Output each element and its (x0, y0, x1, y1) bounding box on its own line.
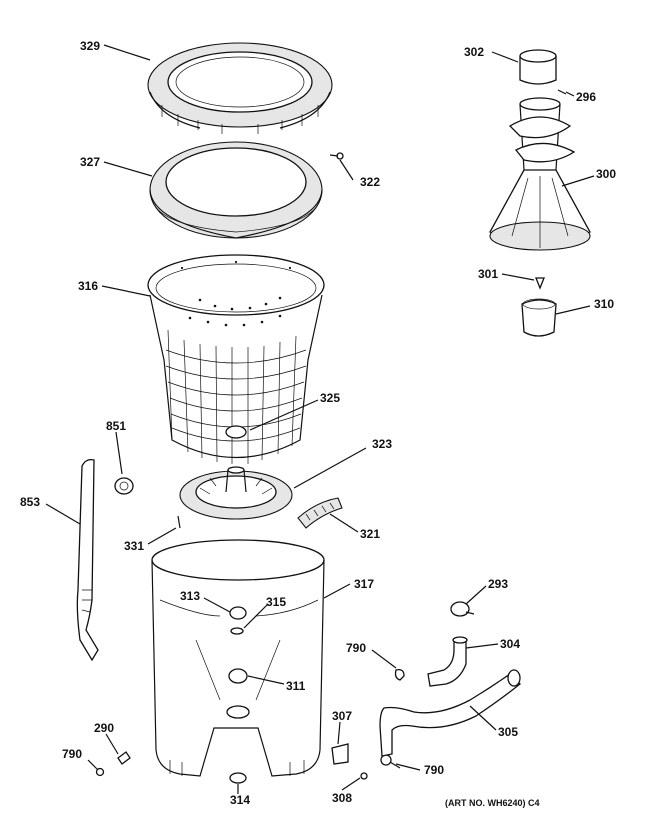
label-321: 321 (360, 527, 380, 541)
label-290: 290 (94, 721, 114, 735)
coupling-310 (521, 298, 557, 337)
label-304: 304 (500, 637, 520, 651)
clamp-293 (450, 601, 475, 617)
washer-314 (229, 772, 247, 784)
label-316: 316 (78, 279, 98, 293)
label-293: 293 (488, 577, 508, 591)
label-327: 327 (80, 155, 100, 169)
balance-ring-327 (149, 141, 323, 239)
label-310: 310 (594, 297, 614, 311)
label-302: 302 (464, 45, 484, 59)
hub-plate-323 (179, 466, 293, 520)
agitator-cap-302 (519, 49, 557, 85)
screw-308 (360, 772, 368, 780)
clamp-790-mid (394, 668, 405, 681)
label-311: 311 (286, 679, 306, 693)
agitator-300 (489, 97, 591, 251)
elbow-hose-304 (427, 636, 468, 687)
bracket-307 (331, 743, 349, 765)
wash-basket-316 (147, 254, 325, 464)
label-323: 323 (372, 437, 392, 451)
label-315: 315 (266, 595, 286, 609)
screw-322 (329, 152, 344, 160)
clamp-790-right (380, 754, 401, 769)
label-300: 300 (596, 167, 616, 181)
bolt-301 (535, 277, 545, 290)
label-313: 313 (180, 589, 200, 603)
label-308: 308 (332, 791, 352, 805)
label-301: 301 (478, 267, 498, 281)
drain-hose-853 (76, 458, 99, 662)
label-305: 305 (498, 725, 518, 739)
filter-321 (297, 497, 343, 529)
art-number-caption: (ART NO. WH6240) C4 (445, 798, 540, 808)
label-307: 307 (332, 709, 352, 723)
label-790-left: 790 (62, 747, 82, 761)
label-317: 317 (354, 577, 374, 591)
hose-clamp-851 (114, 477, 134, 495)
label-790-mid: 790 (346, 641, 366, 655)
nut-790-left (95, 767, 105, 777)
label-329: 329 (80, 39, 100, 53)
label-325: 325 (320, 391, 340, 405)
label-322: 322 (360, 175, 380, 189)
callout-labels: 329 327 322 316 325 323 321 851 853 331 … (20, 39, 616, 807)
screw-296 (557, 89, 567, 95)
pin-290 (117, 751, 131, 765)
label-851: 851 (106, 419, 126, 433)
clip-331 (177, 515, 181, 529)
label-314: 314 (230, 793, 250, 807)
label-296: 296 (576, 90, 596, 104)
label-790-right: 790 (424, 763, 444, 777)
tub-cover-ring-329 (147, 42, 333, 134)
outer-tub-317 (151, 539, 325, 777)
label-331: 331 (124, 539, 144, 553)
label-853: 853 (20, 495, 40, 509)
leader-lines (45, 44, 595, 794)
pump-hose-305 (379, 669, 521, 757)
